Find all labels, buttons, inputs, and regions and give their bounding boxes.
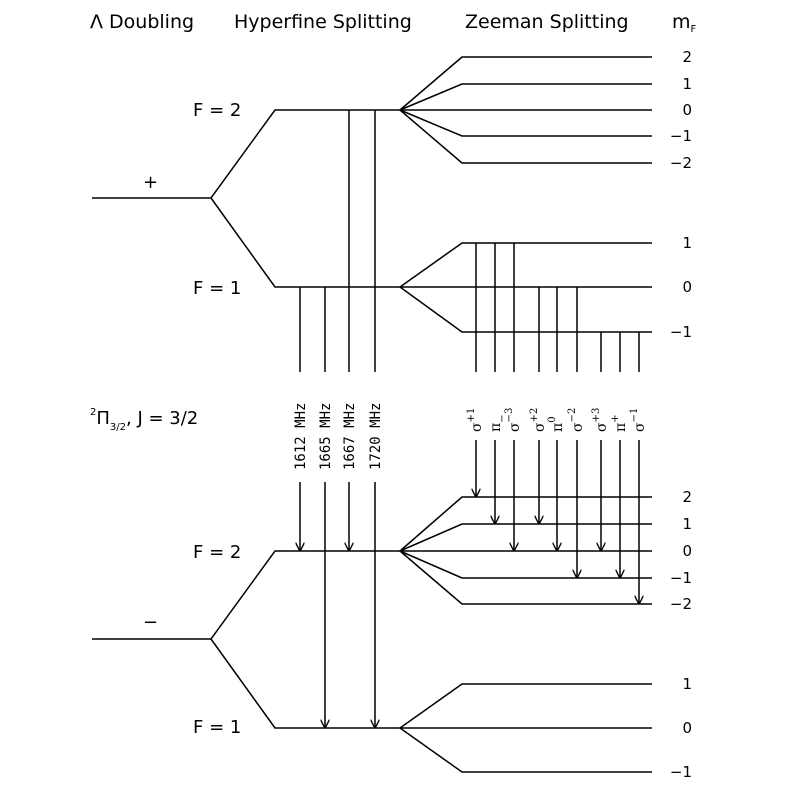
mf-label: −1 [670,127,692,145]
mf-label: 1 [682,515,692,533]
zeeman-label: σ+2 [529,408,548,432]
zeeman-transitions: σ+1 π− σ−3 σ+2 π0 σ−2 σ+3 π+ σ−1 [466,243,648,604]
mf-label: 0 [682,542,692,560]
label-lower-f1: F = 1 [193,717,241,738]
hyperfine-transitions: 1612 MHz 1665 MHz 1667 MHz 1720 MHz [293,110,384,728]
zeeman-fans [399,56,652,773]
mf-label: 2 [682,488,692,506]
state-label: 2Π3/2, J = 3/2 [90,407,198,433]
zeeman-label: π0 [547,416,566,432]
zeeman-label: π− [488,414,508,432]
label-upper-f2: F = 2 [193,100,241,121]
label-lower-f2: F = 2 [193,542,241,563]
zeeman-label: σ−1 [629,408,648,432]
frequency-label-1665: 1665 MHz [318,403,334,470]
header-lambda-doubling: Λ Doubling [90,11,194,33]
mf-label: 1 [682,234,692,252]
mf-label: −2 [670,154,692,172]
zeeman-label: σ+1 [466,408,485,432]
mf-label: −1 [670,569,692,587]
header-hyperfine-splitting: Hyperfine Splitting [234,11,412,33]
mf-label: −1 [670,763,692,781]
zeeman-label: σ+3 [591,408,610,432]
frequency-label-1720: 1720 MHz [368,403,384,470]
mf-label: 2 [682,48,692,66]
mf-labels: 2 1 0 −1 −2 1 0 −1 2 1 0 −1 −2 1 0 −1 [670,48,692,781]
header-mf: mF [672,11,697,35]
header-zeeman-splitting: Zeeman Splitting [465,11,629,33]
mf-label: −1 [670,323,692,341]
mf-label: 1 [682,75,692,93]
mf-label: 0 [682,101,692,119]
mf-label: 0 [682,719,692,737]
zeeman-label: π+ [610,414,629,432]
zeeman-label: σ−2 [567,408,586,432]
frequency-label-1612: 1612 MHz [293,403,309,470]
frequency-label-1667: 1667 MHz [342,403,358,470]
parity-plus: + [143,172,158,193]
label-upper-f1: F = 1 [193,278,241,299]
mf-label: 1 [682,675,692,693]
lambda-doubling-lines [92,109,400,729]
parity-minus: − [143,612,158,633]
zeeman-label: σ−3 [504,408,523,432]
mf-label: 0 [682,278,692,296]
mf-label: −2 [670,595,692,613]
